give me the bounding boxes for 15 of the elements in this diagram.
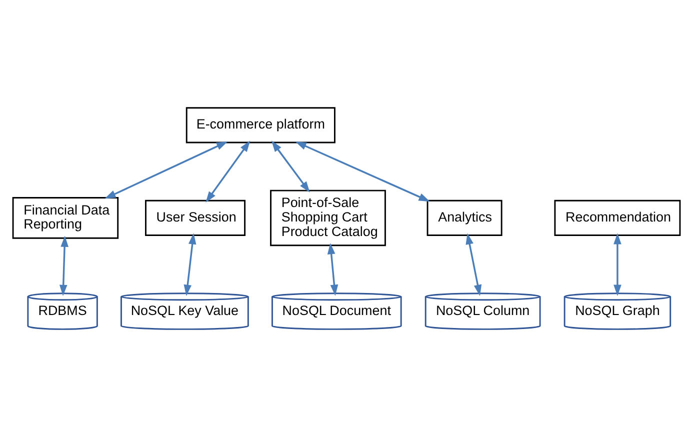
node-box: E-commerce platform [186,107,336,144]
arrow [184,233,196,296]
node-box: User Session [145,200,246,236]
arrow [104,141,228,199]
arrow [206,140,250,203]
arrow [466,233,482,296]
arrow [295,142,430,202]
node-box: Analytics [426,200,502,236]
node-box: Recommendation [554,200,681,236]
arrow [271,140,310,193]
node-box: Financial Data Reporting [12,197,119,239]
arrow [614,233,622,296]
node-box: Point-of-Sale Shopping Cart Product Catalog [270,190,386,246]
arrow [59,236,68,296]
arrow [327,243,338,296]
